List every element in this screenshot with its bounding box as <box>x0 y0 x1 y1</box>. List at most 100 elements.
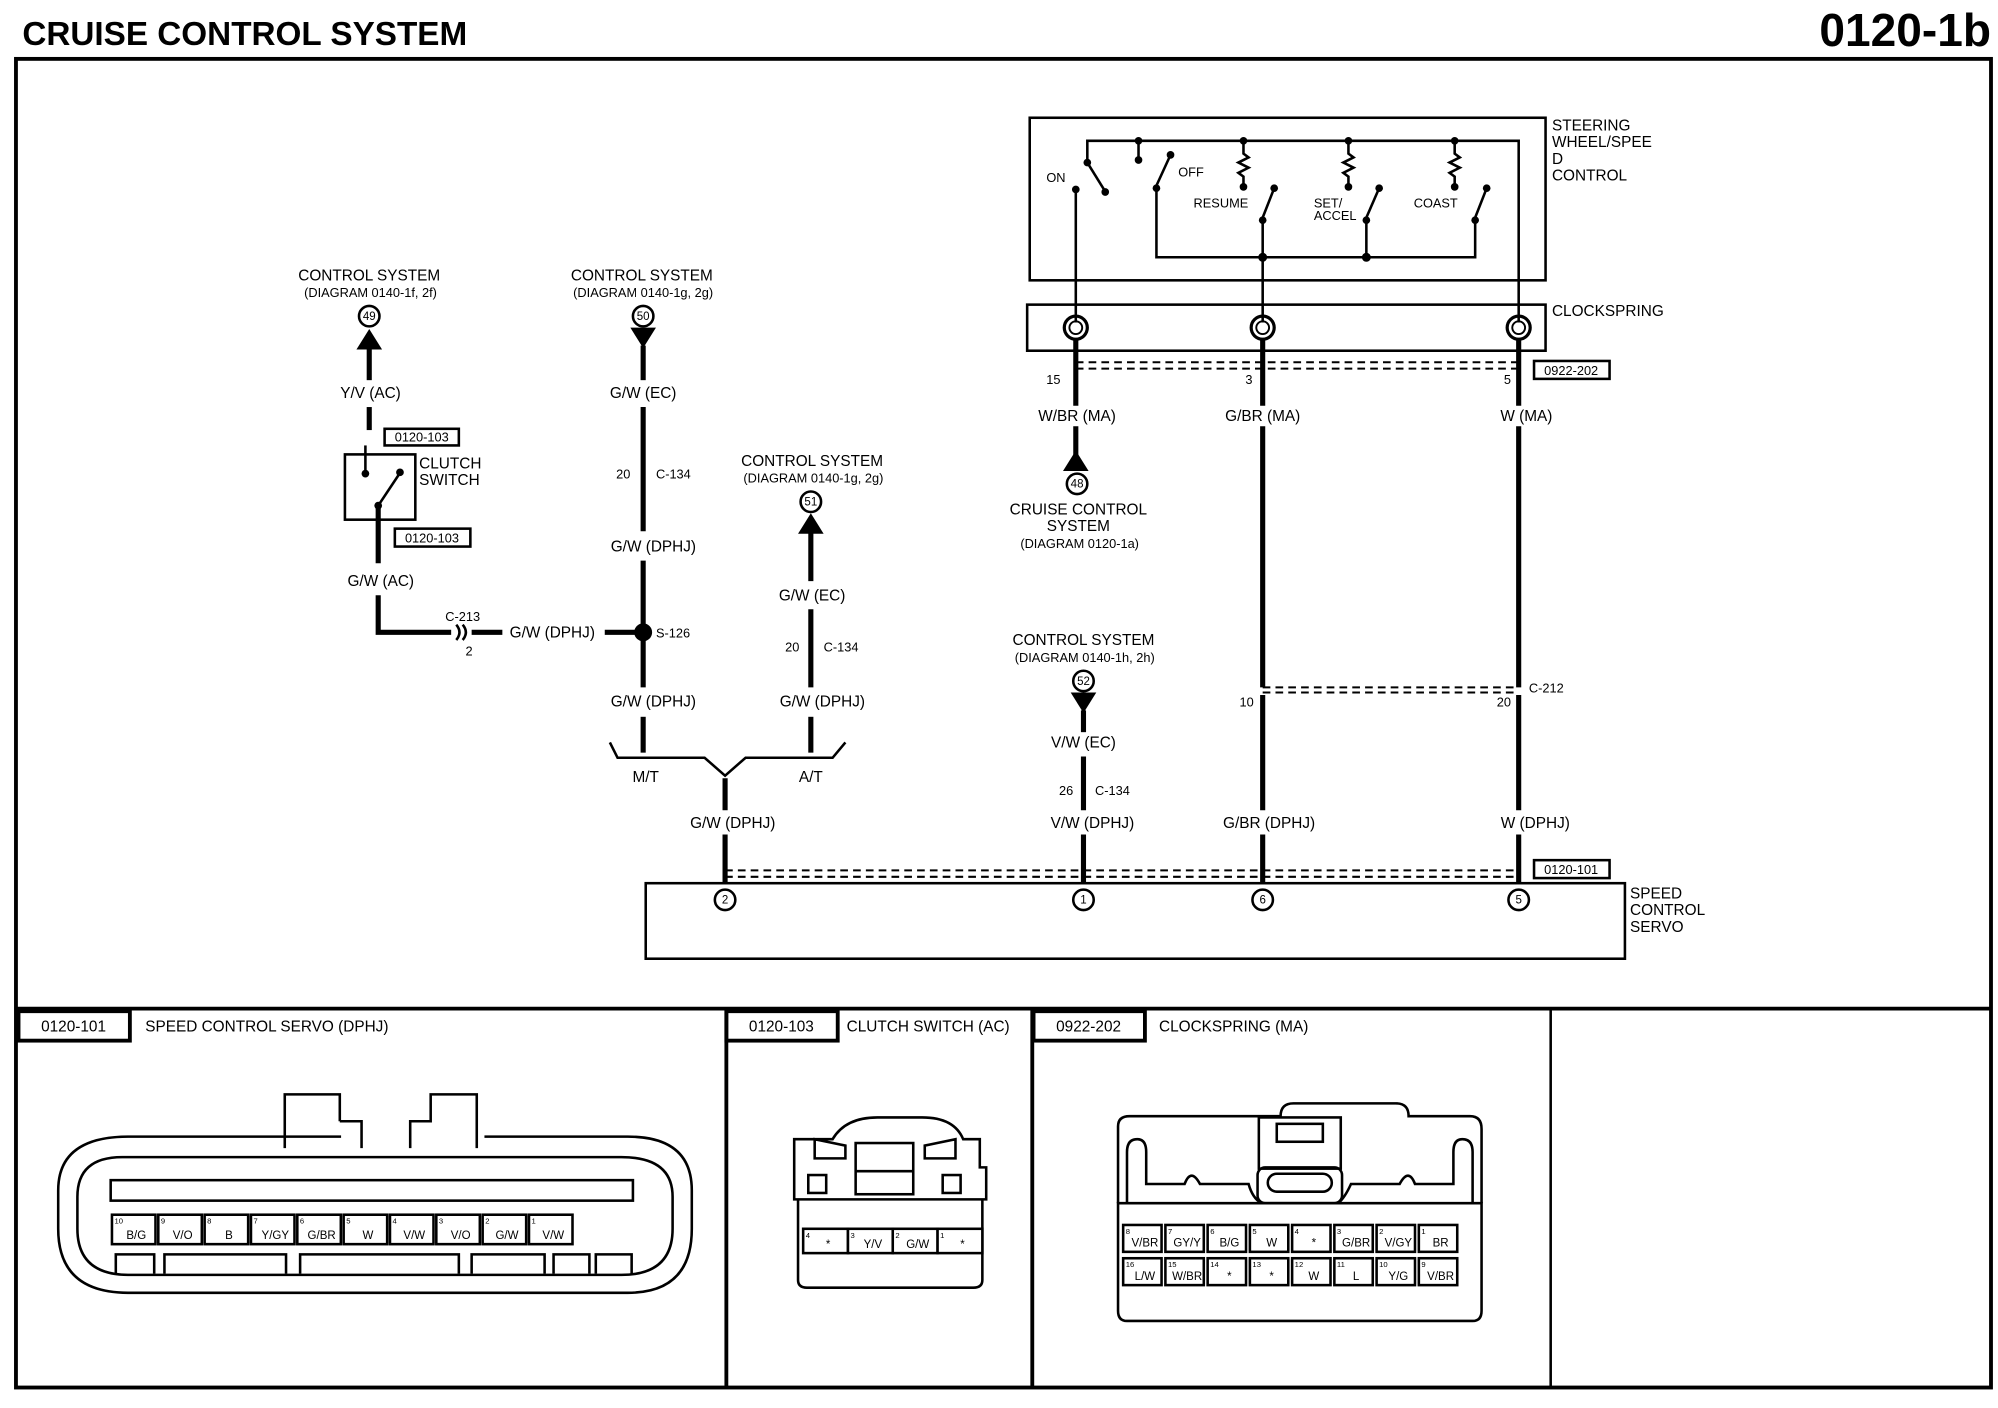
ref-50-title: CONTROL SYSTEM <box>571 267 713 284</box>
pin-color: * <box>826 1239 831 1251</box>
switch-label-coast: COAST <box>1414 195 1458 210</box>
clock-conn-pin-11: 11L <box>1333 1256 1375 1287</box>
pin-number: 11 <box>1337 1260 1345 1269</box>
servo-label-3: SERVO <box>1630 919 1684 936</box>
speed-control-servo: 0120-101 SPEED CONTROL SERVO 2 1 6 5 <box>644 858 1706 960</box>
pin-number: 2 <box>485 1217 489 1226</box>
pin-color: GY/Y <box>1173 1238 1201 1250</box>
pin-number: 2 <box>1379 1227 1383 1236</box>
top-bus <box>1086 139 1520 323</box>
pin-color: W <box>1308 1271 1319 1283</box>
pin-number: 9 <box>1421 1260 1425 1269</box>
wire-label-vw-dphj: V/W (DPHJ) <box>1051 815 1135 832</box>
splice-label: S-126 <box>656 625 690 640</box>
wire-label-vw-ec: V/W (EC) <box>1051 735 1116 752</box>
pin-number: 4 <box>1295 1227 1300 1236</box>
pin-number: 5 <box>346 1217 350 1226</box>
clock-conn-pin-2: 2V/GY <box>1375 1223 1417 1254</box>
page-id: 0120-1b <box>1819 4 1991 56</box>
pin-color: V/W <box>403 1230 425 1242</box>
clutch-conn-pin-4: 4* <box>801 1227 850 1255</box>
clockspring-pin-5: 5 <box>1504 372 1511 387</box>
pin-color: G/BR <box>308 1230 336 1242</box>
wire-label-yv-ac: Y/V (AC) <box>340 385 401 402</box>
clock-conn-pin-10: 10Y/G <box>1375 1256 1417 1287</box>
ref-49-title: CONTROL SYSTEM <box>298 267 440 284</box>
pin-number: 12 <box>1295 1260 1304 1269</box>
clock-conn-pin-5: 5W <box>1248 1223 1290 1254</box>
wire-label-gw-dphj-h: G/W (DPHJ) <box>510 624 595 641</box>
clutch-label-2: SWITCH <box>419 472 480 489</box>
servo-box <box>644 881 1627 960</box>
clutch-conn-pin-3: 3Y/V <box>846 1227 895 1255</box>
ref-52-diagram: (DIAGRAM 0140-1h, 2h) <box>1015 650 1155 665</box>
pin-color: * <box>1227 1271 1232 1283</box>
pin-color: B <box>225 1230 233 1242</box>
c134-c-pin: 26 <box>1059 783 1073 798</box>
pin-number: 3 <box>1337 1227 1341 1236</box>
pin-number: 13 <box>1252 1260 1261 1269</box>
c134-b-name: C-134 <box>824 640 859 655</box>
pin-color: V/BR <box>1427 1271 1454 1283</box>
steering-switch-box <box>1028 116 1547 282</box>
svg-text:0120-103: 0120-103 <box>395 430 449 445</box>
pin-number: 8 <box>1126 1227 1130 1236</box>
c134-b-pin: 20 <box>785 640 799 655</box>
clock-conn-pin-9: 9V/BR <box>1417 1256 1459 1287</box>
svg-text:0120-101: 0120-101 <box>1544 862 1598 877</box>
pin-color: G/W <box>906 1239 929 1251</box>
pin-number: 1 <box>532 1217 536 1226</box>
clockspring-box <box>1025 303 1547 352</box>
resistor-coast <box>1446 136 1463 191</box>
wire-label-wbr-ma: W/BR (MA) <box>1038 408 1116 425</box>
panel2-id: 0120-103 <box>749 1019 814 1036</box>
pin-color: Y/GY <box>262 1230 290 1242</box>
clockspring: CLOCKSPRING 0922-202 15 3 5 <box>1025 303 1664 387</box>
pin-color: W <box>1266 1238 1277 1250</box>
switch-label-accel: ACCEL <box>1314 208 1357 223</box>
pin-number: 16 <box>1126 1260 1135 1269</box>
connector-tag-0120-103-bottom <box>393 527 472 548</box>
c212-pin-right: 20 <box>1497 695 1511 710</box>
pin-color: W <box>363 1230 374 1242</box>
switch-label-resume: RESUME <box>1194 195 1249 210</box>
pin-color: BR <box>1433 1238 1449 1250</box>
pin-color: * <box>1312 1238 1317 1250</box>
steering-label-1: STEERING <box>1552 118 1631 135</box>
servo-conn-pin-8: 8B <box>203 1213 250 1246</box>
pin-number: 7 <box>254 1217 258 1226</box>
ref-51-id: 51 <box>804 497 817 509</box>
pin-color: L/W <box>1135 1271 1156 1283</box>
pin-number: 4 <box>393 1217 398 1226</box>
switch-label-on: ON <box>1046 170 1065 185</box>
ref-49-diagram: (DIAGRAM 0140-1f, 2f) <box>304 285 437 300</box>
wire-label-gw-ac: G/W (AC) <box>347 573 414 590</box>
panel2-id-box <box>724 1009 840 1043</box>
pin-number: 4 <box>806 1231 811 1240</box>
pin-color: V/O <box>451 1230 471 1242</box>
ref-52-id: 52 <box>1077 676 1090 688</box>
pin-number: 7 <box>1168 1227 1172 1236</box>
ref-50-diagram: (DIAGRAM 0140-1g, 2g) <box>573 285 713 300</box>
servo-pin-5: 5 <box>1515 895 1521 907</box>
clock-conn-pin-1: 1BR <box>1417 1223 1459 1254</box>
pin-number: 1 <box>940 1231 944 1240</box>
pin-color: B/G <box>126 1230 146 1242</box>
servo-conn-pin-2: 2G/W <box>481 1213 528 1246</box>
c134-c-name: C-134 <box>1095 783 1130 798</box>
pin-number: 2 <box>895 1231 899 1240</box>
clock-conn-pin-15: 15W/BR <box>1164 1256 1206 1287</box>
c212-name: C-212 <box>1529 680 1564 695</box>
ref-51-diagram: (DIAGRAM 0140-1g, 2g) <box>743 471 883 486</box>
servo-conn-pin-7: 7Y/GY <box>249 1213 296 1246</box>
panel3-id-box <box>1031 1009 1147 1043</box>
resistor-resume <box>1235 136 1252 191</box>
pin-color: * <box>960 1239 965 1251</box>
panel1-title: SPEED CONTROL SERVO (DPHJ) <box>145 1019 388 1036</box>
pin-color: * <box>1269 1271 1274 1283</box>
pin-color: G/W <box>495 1230 518 1242</box>
clockspring-pin-3: 3 <box>1245 372 1252 387</box>
steering-label-3: D <box>1552 151 1563 168</box>
clock-conn-pin-3: 3G/BR <box>1333 1223 1375 1254</box>
